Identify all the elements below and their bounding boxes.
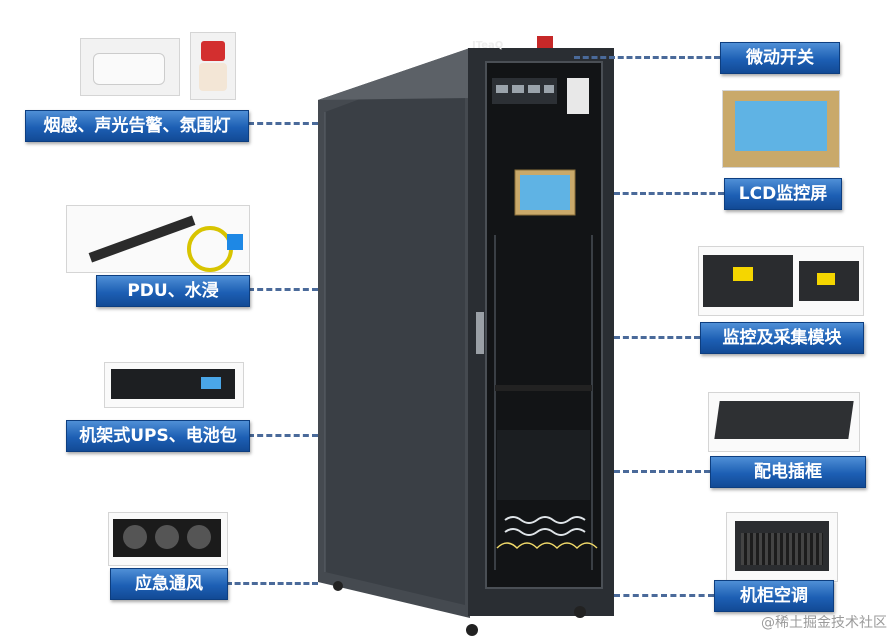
label-pdu-water: PDU、水浸	[96, 275, 250, 307]
cabinet-glass-door	[485, 61, 603, 589]
connector-ac	[614, 594, 714, 597]
connector-fan	[226, 582, 318, 585]
rack-ups-photo	[104, 362, 244, 408]
cabinet-logo-tile	[567, 78, 589, 114]
cabinet-brand: ITeaQ	[472, 40, 504, 51]
connector-lcd	[614, 192, 724, 195]
connector-monitor-module	[614, 336, 700, 339]
label-smoke-alarm-light: 烟感、声光告警、氛围灯	[25, 110, 249, 142]
label-micro-switch: 微动开关	[720, 42, 840, 74]
watermark: @稀土掘金技术社区	[761, 615, 887, 631]
connector-micro-switch	[574, 56, 720, 59]
label-emergency-ventilation: 应急通风	[110, 568, 228, 600]
sound-light-alarm-photo	[190, 32, 236, 100]
pdu-water-sensor-photo	[66, 205, 250, 273]
connector-ups	[248, 434, 318, 437]
cabinet-air-conditioner-photo	[726, 512, 838, 582]
lcd-monitor-photo	[722, 90, 840, 168]
connector-smoke	[248, 122, 318, 125]
label-lcd-monitor: LCD监控屏	[724, 178, 842, 210]
alarm-light	[537, 36, 553, 48]
connector-pdu	[248, 288, 318, 291]
emergency-fan-photo	[108, 512, 228, 566]
monitor-module-photo	[698, 246, 864, 316]
connector-power-box	[614, 470, 710, 473]
label-ups-battery: 机架式UPS、电池包	[66, 420, 250, 452]
power-distribution-box-photo	[708, 392, 860, 452]
label-cabinet-ac: 机柜空调	[714, 580, 834, 612]
smoke-detector-photo	[80, 38, 180, 96]
label-monitor-acquisition-module: 监控及采集模块	[700, 322, 864, 354]
cabinet-door-handle	[476, 312, 484, 354]
label-power-distribution-box: 配电插框	[710, 456, 866, 488]
